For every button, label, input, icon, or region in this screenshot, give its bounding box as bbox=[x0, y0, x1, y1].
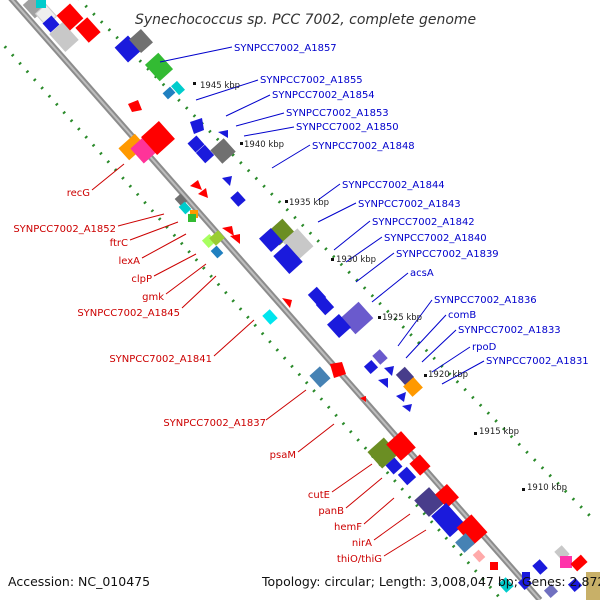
gene-label[interactable]: SYNPCC7002_A1839 bbox=[396, 249, 499, 260]
map-title: Synechococcus sp. PCC 7002, complete gen… bbox=[135, 12, 476, 28]
gene-label[interactable]: comB bbox=[448, 310, 476, 321]
gene-label[interactable]: SYNPCC7002_A1850 bbox=[296, 122, 399, 133]
accession-text: Accession: NC_010475 bbox=[8, 574, 150, 589]
gene-label[interactable]: SYNPCC7002_A1831 bbox=[486, 356, 589, 367]
gene-features bbox=[22, 0, 600, 600]
gene-label[interactable]: SYNPCC7002_A1842 bbox=[372, 217, 475, 228]
gene-label[interactable]: cutE bbox=[308, 490, 330, 501]
track-dots-left bbox=[0, 38, 502, 600]
kbp-label: 1910 kbp bbox=[527, 483, 567, 493]
kbp-ticks bbox=[193, 82, 525, 491]
gene-label[interactable]: SYNPCC7002_A1855 bbox=[260, 75, 363, 86]
kbp-label: 1940 kbp bbox=[244, 140, 284, 150]
gene-label[interactable]: rpoD bbox=[472, 342, 497, 353]
gene-label[interactable]: nirA bbox=[352, 538, 372, 549]
gene-label[interactable]: clpP bbox=[131, 274, 152, 285]
topology-text: Topology: circular; Length: 3,008,047 bp… bbox=[261, 574, 600, 589]
leader-lines-right bbox=[159, 46, 485, 385]
gene-label[interactable]: hemF bbox=[334, 522, 362, 533]
gene-label[interactable]: SYNPCC7002_A1841 bbox=[109, 354, 212, 365]
gene-label[interactable]: SYNPCC7002_A1848 bbox=[312, 141, 415, 152]
gene-label[interactable]: SYNPCC7002_A1844 bbox=[342, 180, 445, 191]
gene-label[interactable]: gmk bbox=[142, 292, 164, 303]
gene-label[interactable]: acsA bbox=[410, 268, 434, 279]
gene-label[interactable]: ftrC bbox=[110, 238, 128, 249]
gene-label[interactable]: SYNPCC7002_A1836 bbox=[434, 295, 537, 306]
gene-label[interactable]: SYNPCC7002_A1853 bbox=[286, 108, 389, 119]
kbp-label: 1930 kbp bbox=[336, 255, 376, 265]
gene-label[interactable]: SYNPCC7002_A1837 bbox=[163, 418, 266, 429]
gene-label[interactable]: SYNPCC7002_A1840 bbox=[384, 233, 487, 244]
leader-lines-left bbox=[91, 163, 427, 557]
kbp-label: 1935 kbp bbox=[289, 198, 329, 208]
kbp-label: 1920 kbp bbox=[428, 370, 468, 380]
kbp-label: 1945 kbp bbox=[200, 81, 240, 91]
gene-label[interactable]: SYNPCC7002_A1852 bbox=[13, 224, 116, 235]
gene-label[interactable]: recG bbox=[67, 188, 90, 199]
gene-label[interactable]: SYNPCC7002_A1833 bbox=[458, 325, 561, 336]
gene-label[interactable]: psaM bbox=[270, 450, 296, 461]
kbp-label: 1925 kbp bbox=[382, 313, 422, 323]
gene-label[interactable]: SYNPCC7002_A1857 bbox=[234, 43, 337, 54]
gene-label[interactable]: SYNPCC7002_A1854 bbox=[272, 90, 375, 101]
gene-label[interactable]: lexA bbox=[118, 256, 140, 267]
gene-label[interactable]: SYNPCC7002_A1845 bbox=[77, 308, 180, 319]
kbp-label: 1915 kbp bbox=[479, 427, 519, 437]
gene-label[interactable]: panB bbox=[318, 506, 344, 517]
gene-label[interactable]: SYNPCC7002_A1843 bbox=[358, 199, 461, 210]
gene-label[interactable]: thiO/thiG bbox=[337, 554, 382, 565]
